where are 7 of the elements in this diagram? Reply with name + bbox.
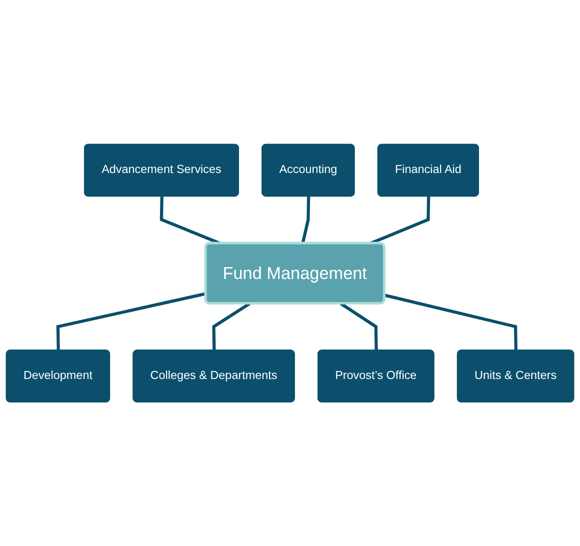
- connector: [340, 302, 378, 350]
- connector: [160, 196, 221, 245]
- connector: [301, 196, 310, 244]
- connector: [370, 196, 430, 245]
- connector: [384, 294, 518, 350]
- connector: [56, 292, 206, 350]
- connector: [212, 302, 251, 350]
